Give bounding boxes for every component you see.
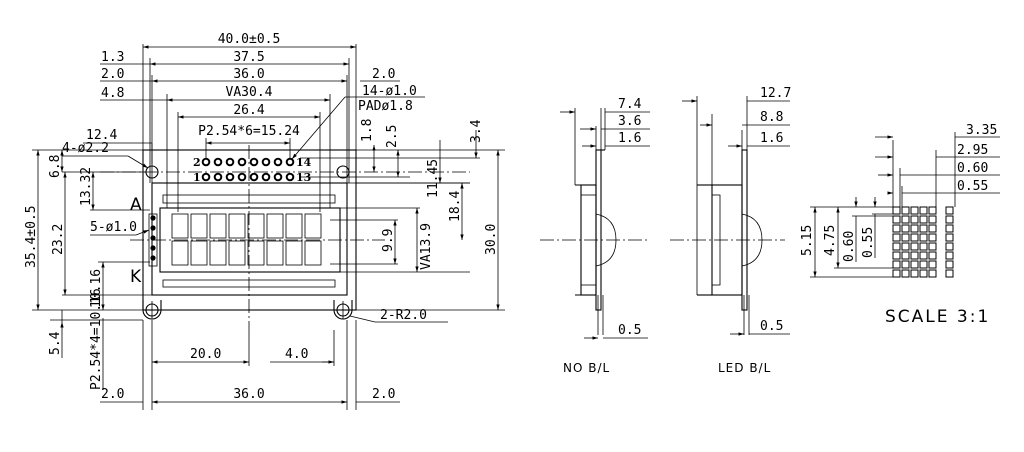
dim-12-4: 12.4: [86, 128, 117, 143]
dim-13-32: 13.32: [79, 167, 94, 206]
dim-bottom-left: 2.0: [101, 387, 124, 402]
dim-pcb-width: 37.5: [233, 50, 264, 65]
dim-led-holes: 5-ø1.0: [90, 220, 137, 235]
front-view: 2 14 1 13 40.0±0.5 37.5 36.0 VA30.4 26.4…: [24, 32, 505, 410]
dim-6-8: 6.8: [48, 155, 63, 178]
pcb-outline: [142, 149, 357, 311]
dim-edge-4-8: 4.8: [101, 86, 124, 101]
dim-edge-1-3: 1.3: [101, 50, 124, 65]
dim-pad: PADø1.8: [358, 99, 413, 114]
dim-23-2: 23.2: [51, 224, 66, 255]
no-bl-dim-3-6: 3.6: [618, 114, 641, 129]
dim-edge-2-0: 2.0: [101, 67, 124, 82]
led-anode-label: A: [130, 195, 144, 215]
dim-1-8: 1.8: [360, 119, 375, 142]
dim-18-4: 18.4: [448, 191, 463, 222]
dot-matrix-detail: 3.35 2.95 0.60 0.55 5.15 4.75 0.60 0.55 …: [800, 123, 1000, 327]
dim-3-4: 3.4: [469, 119, 484, 143]
pin-header: [201, 157, 295, 182]
detail-h-5-15: 5.15: [800, 225, 815, 256]
pin-13-label: 13: [296, 171, 311, 184]
dim-led-pitch: P2.54*4=10.16: [89, 288, 104, 390]
led-bl-dim-0-5: 0.5: [760, 319, 783, 334]
detail-h-4-75: 4.75: [823, 225, 838, 256]
detail-w-0-55: 0.55: [957, 179, 988, 194]
led-bl-dim-8-8: 8.8: [760, 110, 783, 125]
dot-grid: [892, 206, 954, 278]
dim-bottom-width: 36.0: [233, 387, 264, 402]
dim-overall-height: 35.4±0.5: [24, 205, 39, 268]
dim-20-0: 20.0: [190, 347, 221, 362]
dim-edge-right-2-0: 2.0: [372, 67, 395, 82]
no-bl-dim-0-5: 0.5: [618, 323, 641, 338]
side-view-no-bl: 7.4 3.6 1.6 0.5 NO B/L: [540, 97, 650, 375]
dim-2-5: 2.5: [385, 125, 400, 148]
led-bl-label: LED B/L: [718, 361, 771, 375]
detail-w-3-35: 3.35: [966, 123, 997, 138]
dim-overall-width: 40.0±0.5: [218, 32, 281, 47]
led-bl-dim-1-6: 1.6: [760, 131, 783, 146]
dim-9-9: 9.9: [381, 229, 396, 252]
detail-h-0-55: 0.55: [861, 227, 876, 258]
no-bl-label: NO B/L: [563, 361, 610, 375]
dim-aa-width: 26.4: [233, 103, 264, 118]
dim-5-4: 5.4: [48, 331, 63, 355]
dim-bottom-right: 2.0: [372, 387, 395, 402]
pin-1-label: 1: [193, 171, 201, 184]
pin-14-label: 14: [296, 156, 312, 169]
no-bl-dim-7-4: 7.4: [618, 97, 642, 112]
dim-30-0: 30.0: [484, 224, 499, 255]
pin-2-label: 2: [193, 156, 201, 169]
dim-corner-radius: 2-R2.0: [380, 308, 427, 323]
dim-4-0: 4.0: [285, 347, 308, 362]
led-cathode-label: K: [130, 267, 143, 287]
dim-mount-holes: 4-ø2.2: [62, 141, 109, 156]
detail-scale-label: SCALE 3:1: [885, 307, 990, 327]
detail-w-0-60: 0.60: [957, 161, 988, 176]
dim-va-width: VA30.4: [226, 85, 273, 100]
dim-10-16: 10.16: [89, 269, 104, 308]
detail-w-2-95: 2.95: [957, 143, 988, 158]
bezel-outline: [151, 182, 348, 296]
dim-va-height: VA13.9: [419, 223, 434, 270]
dim-11-45: 11.45: [426, 159, 441, 198]
dim-pin-pitch: P2.54*6=15.24: [198, 124, 300, 139]
detail-h-0-60: 0.60: [842, 231, 857, 262]
dim-view-width: 36.0: [233, 67, 264, 82]
led-bl-dim-12-7: 12.7: [760, 86, 791, 101]
no-bl-dim-1-6: 1.6: [618, 131, 641, 146]
dim-pin-holes: 14-ø1.0: [362, 84, 417, 99]
side-view-led-bl: 12.7 8.8 1.6 0.5 LED B/L: [670, 86, 791, 375]
character-cells: [171, 213, 322, 266]
